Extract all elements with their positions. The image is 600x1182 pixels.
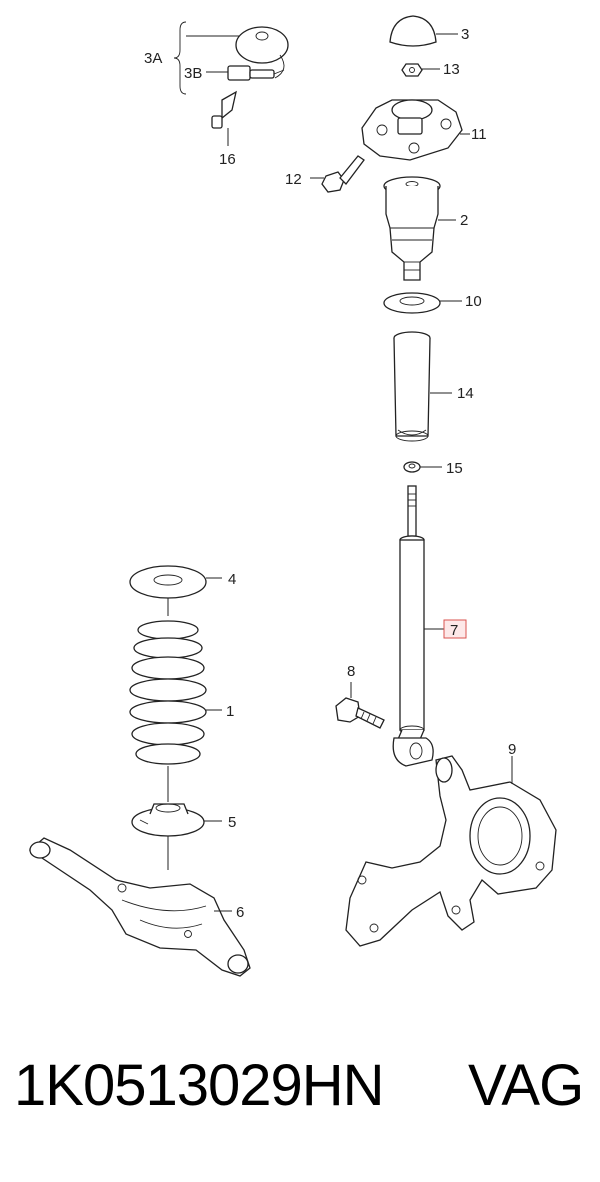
callout-3b: 3B <box>184 65 202 82</box>
part-3b-connector <box>206 65 285 81</box>
callout-6: 6 <box>236 904 244 921</box>
callout-7-highlight <box>443 619 467 639</box>
part-6-control-arm <box>28 837 251 977</box>
part-15-washer <box>403 461 442 473</box>
callout-15: 15 <box>446 460 463 477</box>
part-9-wheel-bearing-housing <box>345 755 557 947</box>
part-7-shock-absorber <box>392 485 444 767</box>
part-11-top-mount <box>361 99 470 161</box>
callout-1: 1 <box>226 703 234 720</box>
part-4-upper-spring-pad <box>129 565 222 599</box>
part-12-bolt <box>310 155 365 193</box>
part-3a-cap-group <box>173 21 289 95</box>
callout-14: 14 <box>457 385 474 402</box>
callout-10: 10 <box>465 293 482 310</box>
part-number-caption: 1K0513029HN VAG <box>14 1052 594 1142</box>
callout-16: 16 <box>219 151 236 168</box>
part-1-coil-spring <box>129 620 222 765</box>
callout-11: 11 <box>471 126 487 143</box>
part-5-lower-spring-pad <box>131 803 222 837</box>
part-13-nut <box>401 63 440 77</box>
callout-7: 7 <box>450 622 458 639</box>
callout-3: 3 <box>461 26 469 43</box>
callout-8: 8 <box>347 663 355 680</box>
part-3-dust-cap <box>389 15 458 47</box>
exploded-parts-diagram: 3A 3B 16 3 13 11 12 2 10 14 15 7 4 1 8 9… <box>28 15 557 977</box>
part-16-clip <box>211 90 237 146</box>
callout-12: 12 <box>285 171 302 188</box>
part-2-bump-stop <box>383 176 456 281</box>
callout-9: 9 <box>508 741 516 758</box>
callout-3a: 3A <box>144 50 162 67</box>
brand-name: VAG <box>468 1053 584 1118</box>
callout-4: 4 <box>228 571 236 588</box>
part-8-lower-bolt <box>335 682 385 729</box>
callout-5: 5 <box>228 814 236 831</box>
callout-13: 13 <box>443 61 460 78</box>
part-14-protective-sleeve <box>393 331 452 442</box>
part-number: 1K0513029HN <box>14 1053 385 1118</box>
callout-2: 2 <box>460 212 468 229</box>
part-10-spring-seat <box>383 292 462 314</box>
